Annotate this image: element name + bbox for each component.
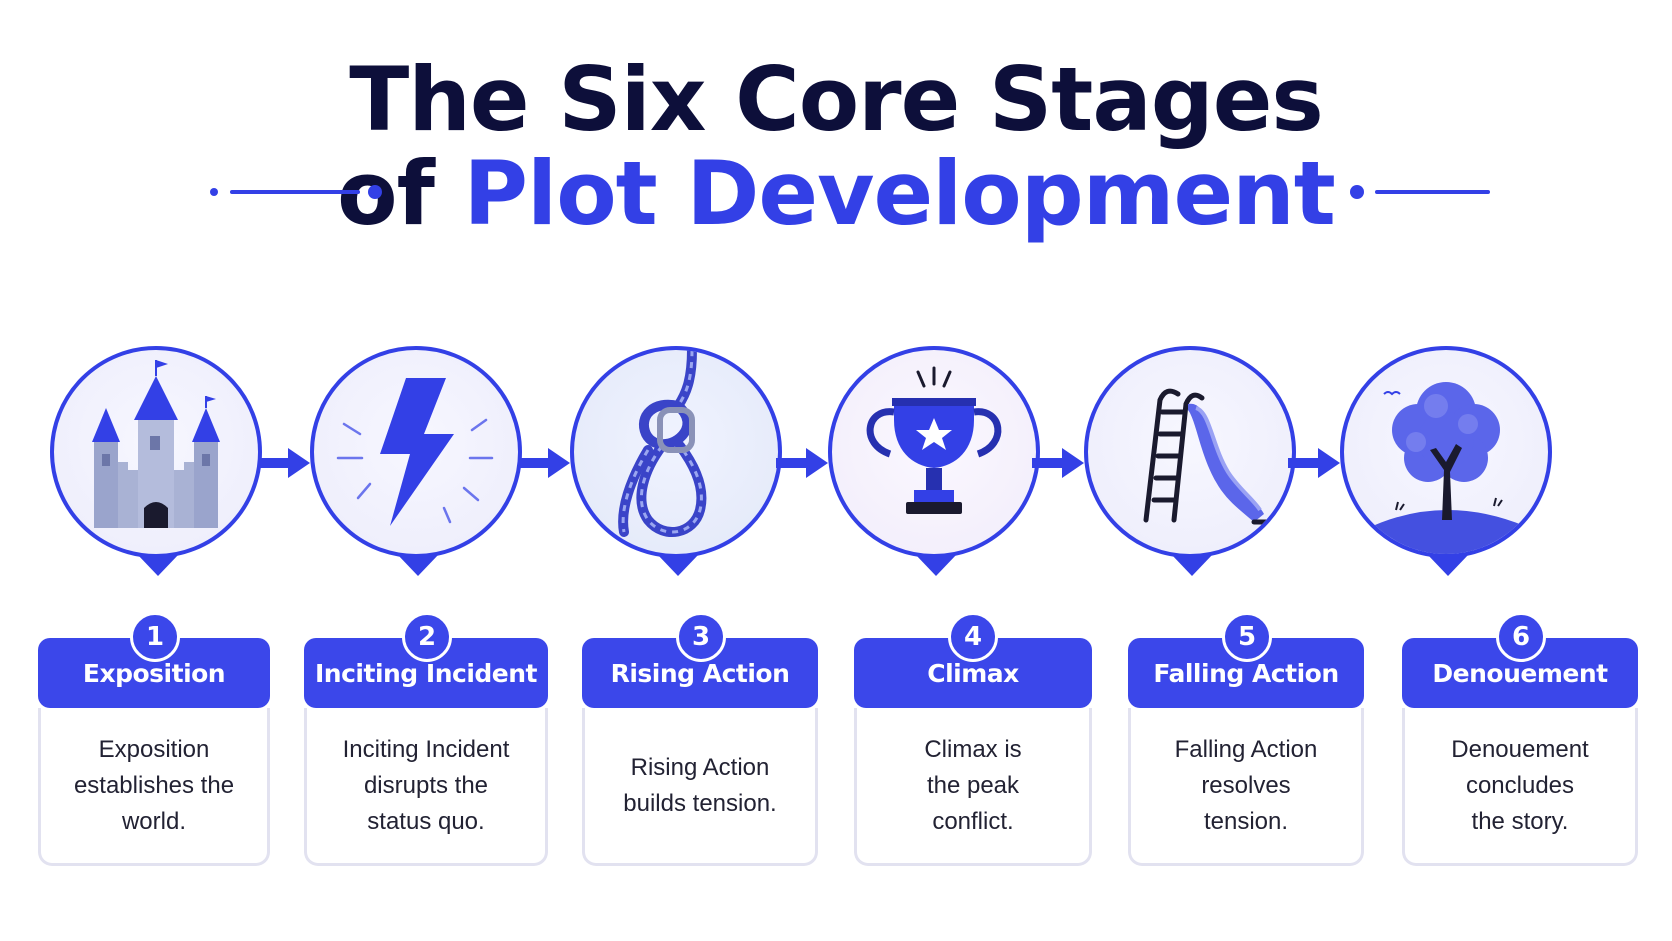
stage-3-description: Rising Action builds tension. [582, 708, 818, 866]
rope-knot-icon [618, 350, 707, 537]
stage-2-number-badge: 2 [402, 612, 452, 662]
desc-line: resolves [1201, 771, 1291, 799]
stage-1-number-badge: 1 [130, 612, 180, 662]
title-line-1: The Six Core Stages [349, 48, 1324, 151]
desc-line: conflict. [932, 807, 1014, 835]
desc-line: establishes the [73, 771, 235, 799]
arrow-right-icon [518, 448, 570, 478]
stage-5-description: Falling Action resolves tension. [1128, 708, 1364, 866]
desc-line: tension. [1203, 807, 1289, 835]
desc-line: disrupts the [363, 771, 489, 799]
desc-line: status quo. [367, 807, 485, 835]
arrow-right-icon [776, 448, 828, 478]
desc-line: Climax is [924, 735, 1022, 763]
stage-1-description: Exposition establishes the world. [38, 708, 270, 866]
stage-5-number-badge: 5 [1222, 612, 1272, 662]
title-line-2: of Plot Development [0, 150, 1672, 238]
desc-line: the peak [926, 771, 1020, 799]
desc-line: Exposition [98, 735, 210, 763]
slide-icon [1143, 388, 1269, 525]
page-title: The Six Core Stages of Plot Development [0, 56, 1672, 238]
desc-line: the story. [1471, 807, 1569, 835]
stage-4-description: Climax is the peak conflict. [854, 708, 1092, 866]
desc-line: Denouement [1451, 735, 1589, 763]
desc-line: Falling Action [1174, 735, 1318, 763]
desc-line: builds tension. [623, 789, 777, 817]
stage-4-label: Climax [854, 638, 1092, 708]
arrow-right-icon [1032, 448, 1084, 478]
title-line-2-accent: Plot Development [463, 142, 1336, 245]
stage-6-label: Denouement [1402, 638, 1638, 708]
stage-5-icon-circle [1084, 346, 1300, 596]
stage-4-number-badge: 4 [948, 612, 998, 662]
arrow-right-icon [258, 448, 310, 478]
lightning-icon [336, 378, 494, 526]
title-decoration-left [210, 185, 385, 199]
arrow-right-icon [1288, 448, 1340, 478]
stage-6-description: Denouement concludes the story. [1402, 708, 1638, 866]
stage-2-icon-circle [310, 346, 526, 596]
trophy-icon [866, 366, 1002, 514]
title-decoration-right [1350, 185, 1500, 199]
stage-4-icon-circle [828, 346, 1044, 596]
stage-3-label: Rising Action [582, 638, 818, 708]
stage-3-icon-circle [570, 346, 786, 596]
desc-line: Rising Action [630, 753, 770, 781]
stage-6-icon-circle [1340, 346, 1556, 596]
desc-line: concludes [1465, 771, 1575, 799]
stage-2-label: Inciting Incident [304, 638, 548, 708]
stage-1-icon-circle [50, 346, 266, 596]
stage-2-description: Inciting Incident disrupts the status quo. [304, 708, 548, 866]
desc-line: world. [121, 807, 186, 835]
stage-6-number-badge: 6 [1496, 612, 1546, 662]
castle-icon [92, 360, 220, 528]
stage-3-number-badge: 3 [676, 612, 726, 662]
tree-icon [1364, 382, 1534, 554]
desc-line: Inciting Incident [342, 735, 510, 763]
